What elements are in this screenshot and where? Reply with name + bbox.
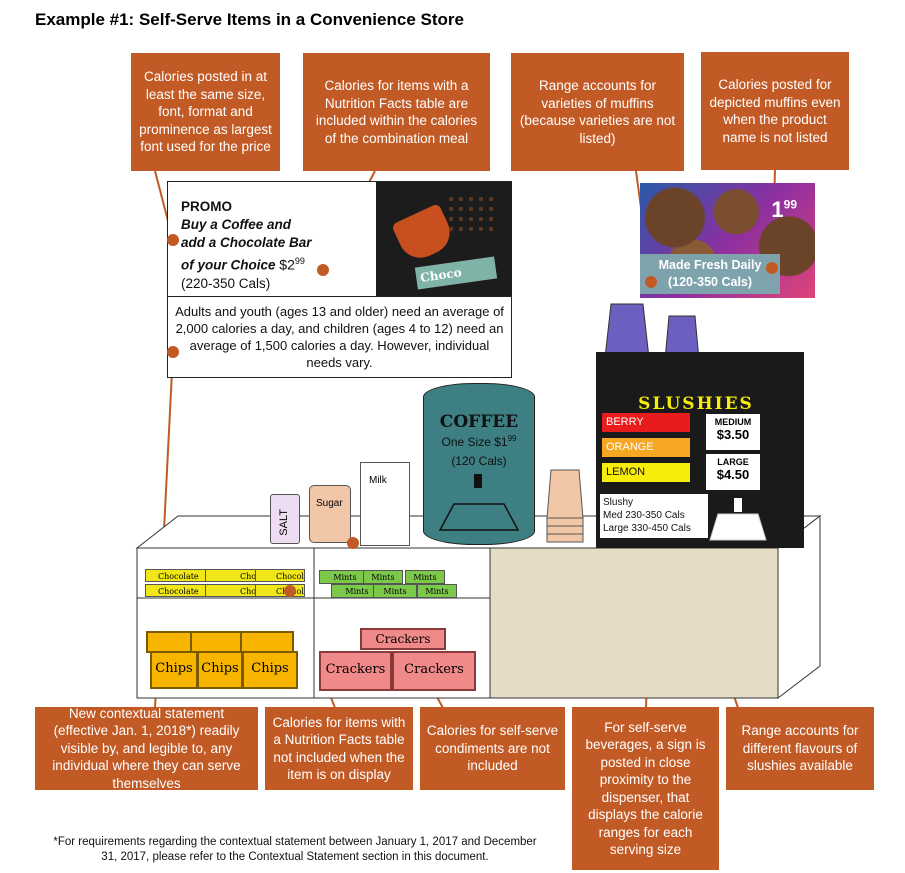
callout-dot-muffin-range	[645, 276, 657, 288]
callout-dot-promo-cals	[317, 264, 329, 276]
mints-box: Mints	[363, 570, 403, 584]
slushie-info-3: Large 330-450 Cals	[603, 523, 691, 534]
chips-bag	[190, 631, 244, 653]
mints-shelf: Mints Mints Mints Mints Mints Mints	[319, 570, 464, 600]
slushie-info-2: Med 230-350 Cals	[603, 510, 685, 521]
promo-price-cents: 99	[294, 256, 305, 266]
coffee-dispenser: COFFEE One Size $199 (120 Cals)	[423, 383, 535, 545]
callout-condiments: Calories for self-serve condiments are n…	[420, 707, 565, 790]
callout-muffin-range: Range accounts for varieties of muffins …	[511, 53, 684, 171]
callout-dot-condiments	[347, 537, 359, 549]
callout-dot-contextual	[167, 346, 179, 358]
large-price-panel: LARGE $4.50	[706, 454, 760, 490]
cup-stack-pink	[546, 469, 584, 543]
callout-contextual-statement: New contextual statement (effective Jan.…	[35, 706, 258, 791]
coffee-spout	[474, 474, 482, 488]
chips-bag: Chips	[150, 651, 198, 689]
chocolate-bar: Chocolate	[145, 569, 211, 582]
large-price: $4.50	[716, 467, 750, 482]
promo-line-1: Buy a Coffee and	[181, 217, 292, 232]
callout-dot-promo-font	[167, 234, 179, 246]
callout-nutrition-facts-display: Calories for items with a Nutrition Fact…	[265, 707, 413, 790]
promo-heading: PROMO	[181, 199, 233, 214]
milk-carton: Milk	[360, 462, 410, 546]
callout-slushie-range: Range accounts for different flavours of…	[726, 707, 874, 790]
mints-box: Mints	[373, 584, 417, 598]
chips-bag: Chips	[197, 651, 243, 689]
sugar-container: Sugar	[309, 485, 351, 543]
slushies-title: SLUSHIES	[638, 394, 754, 414]
muffin-sign: 199 Made Fresh Daily (120-350 Cals)	[640, 183, 815, 298]
flavour-lemon: LEMON	[602, 463, 690, 482]
chocolate-shelf: Chocolate Chocolate Chocolate Chocolate …	[145, 569, 305, 599]
flavour-orange: ORANGE	[602, 438, 690, 457]
muffin-calorie-bar: Made Fresh Daily (120-350 Cals)	[640, 254, 780, 294]
callout-combination-meal: Calories for items with a Nutrition Fact…	[303, 53, 490, 171]
callout-self-serve-beverages: For self-serve beverages, a sign is post…	[572, 707, 719, 870]
contextual-statement: Adults and youth (ages 13 and older) nee…	[167, 296, 512, 378]
callout-depicted-muffins: Calories posted for depicted muffins eve…	[701, 52, 849, 170]
muffin-price: 199	[771, 197, 797, 223]
slushie-info-1: Slushy	[603, 497, 634, 508]
medium-label: MEDIUM	[714, 417, 752, 427]
flavour-berry: BERRY	[602, 413, 690, 432]
sugar-label: Sugar	[316, 498, 343, 509]
coffee-price: One Size $1	[441, 435, 508, 449]
coffee-beans-image	[446, 194, 496, 234]
coffee-price-line: One Size $199	[424, 434, 534, 449]
promo-calories: (220-350 Cals)	[181, 275, 271, 291]
page-title: Example #1: Self-Serve Items in a Conven…	[35, 10, 464, 29]
crackers-box: Crackers	[360, 628, 446, 650]
chocolate-bar: Chocolate	[255, 584, 305, 597]
chocolate-bar: Chocolate	[145, 584, 211, 597]
crackers-box: Crackers	[392, 651, 476, 691]
medium-price: $3.50	[716, 427, 750, 442]
promo-photo: Choco	[376, 182, 512, 297]
slushie-calorie-sign: Slushy Med 230-350 Cals Large 330-450 Ca…	[600, 494, 708, 538]
salt-label: SALT	[278, 509, 290, 536]
chips-bag: Chips	[242, 651, 298, 689]
callout-dot-muffin-depicted	[766, 262, 778, 274]
mints-box: Mints	[417, 584, 457, 598]
callout-calorie-font: Calories posted in at least the same siz…	[131, 53, 280, 171]
muffin-tagline: Made Fresh Daily	[658, 258, 762, 272]
muffin-calories: (120-350 Cals)	[667, 275, 753, 289]
slushie-spout	[734, 498, 742, 512]
crackers-box: Crackers	[319, 651, 392, 691]
mints-box: Mints	[405, 570, 445, 584]
promo-sign: PROMO Buy a Coffee and add a Chocolate B…	[167, 181, 512, 297]
muffin-price-cents: 99	[783, 197, 797, 212]
slushie-tray	[709, 513, 767, 541]
large-label: LARGE	[717, 457, 749, 467]
chocolate-bar: Chocolate	[255, 569, 305, 582]
coffee-price-cents: 99	[507, 434, 517, 443]
milk-label: Milk	[369, 475, 387, 486]
salt-shaker: SALT	[270, 494, 300, 544]
coffee-title: COFFEE	[439, 412, 519, 432]
promo-line-2: add a Chocolate Bar	[181, 235, 312, 250]
muffin-price-dollars: 1	[771, 197, 784, 222]
medium-price-panel: MEDIUM $3.50	[706, 414, 760, 450]
promo-price: $2	[279, 256, 295, 273]
slushie-machine: SLUSHIES BERRY ORANGE LEMON MEDIUM $3.50…	[596, 352, 804, 548]
coffee-drip-tray	[438, 503, 520, 531]
callout-dot-shelf-items	[284, 585, 296, 597]
coffee-calories: (120 Cals)	[451, 454, 507, 468]
footnote: *For requirements regarding the contextu…	[53, 836, 537, 863]
promo-line-3: of your Choice	[181, 257, 276, 273]
chips-bag	[240, 631, 294, 653]
